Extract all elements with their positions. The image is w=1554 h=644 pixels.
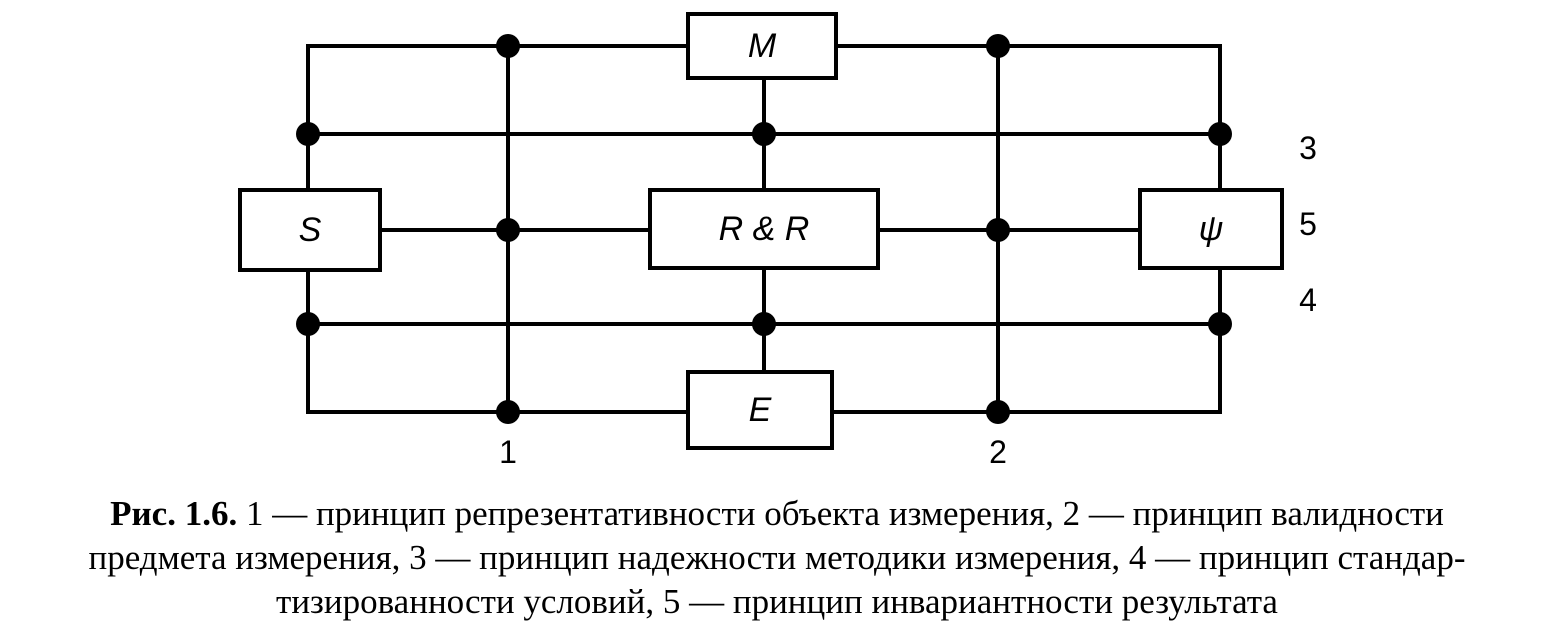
node-line3-left: [296, 122, 320, 146]
box-e: E: [686, 370, 834, 450]
node-line5-2: [986, 218, 1010, 242]
node-bottom-1: [496, 400, 520, 424]
box-s: S: [238, 188, 382, 272]
principles-diagram: M S R & R ψ E 1 2 3 4 5: [238, 12, 1317, 470]
node-top-1: [496, 34, 520, 58]
caption-prefix: Рис. 1.6.: [110, 494, 238, 533]
caption-line-3: тизированности условий, 5 — принцип инва…: [276, 582, 1278, 621]
caption-line-1-text: 1 — принцип репрезентативности объекта и…: [237, 494, 1444, 533]
box-rr-label: R & R: [719, 210, 810, 248]
wire-bottom-right: [832, 270, 1222, 414]
box-m-label: M: [748, 27, 777, 65]
box-psi: ψ: [1138, 188, 1284, 270]
node-line3-right: [1208, 122, 1232, 146]
node-line4-center: [752, 312, 776, 336]
box-rr: R & R: [648, 188, 880, 270]
label-2: 2: [989, 434, 1007, 470]
junction-nodes: [296, 34, 1232, 424]
wire-top-right: [836, 44, 1222, 190]
node-line4-left: [296, 312, 320, 336]
box-s-label: S: [299, 211, 322, 249]
wire-bottom-left: [306, 270, 688, 414]
label-3: 3: [1299, 130, 1317, 166]
caption-line-2: предмета измерения, 3 — принцип надежнос…: [88, 538, 1466, 577]
box-m: M: [686, 12, 838, 80]
figure-caption: Рис. 1.6. 1 — принцип репрезентативности…: [0, 492, 1554, 624]
wire-top-left: [306, 44, 688, 190]
node-line4-right: [1208, 312, 1232, 336]
node-line3-center: [752, 122, 776, 146]
node-top-2: [986, 34, 1010, 58]
box-e-label: E: [749, 391, 772, 429]
label-4: 4: [1299, 282, 1317, 318]
node-line5-1: [496, 218, 520, 242]
label-1: 1: [499, 434, 517, 470]
node-bottom-2: [986, 400, 1010, 424]
label-5: 5: [1299, 206, 1317, 242]
caption-line-1: Рис. 1.6. 1 — принцип репрезентативности…: [0, 492, 1554, 536]
box-psi-label: ψ: [1199, 210, 1224, 248]
